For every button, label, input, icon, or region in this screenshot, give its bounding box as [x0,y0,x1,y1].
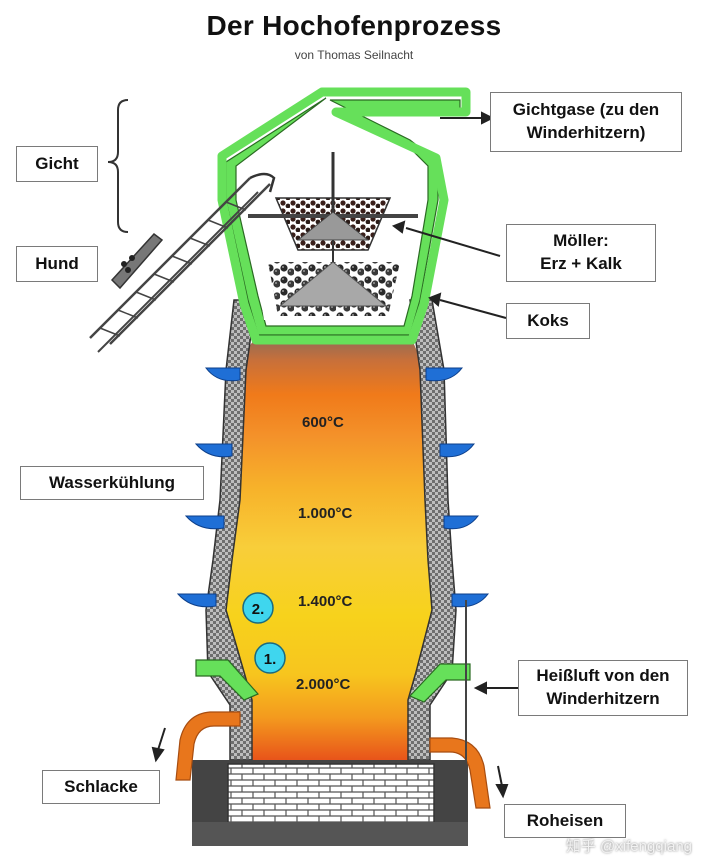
temp-600: 600°C [302,414,344,431]
label-schlacke: Schlacke [42,770,160,804]
marker-2-circle [242,592,274,624]
skip-incline [89,172,276,353]
label-heissluft-line2: Winderhitzern [546,689,660,708]
label-gichtgase-line1: Gichtgase (zu den [512,100,660,120]
label-roheisen: Roheisen [504,804,626,838]
gicht-bracket [107,99,129,233]
label-heissluft-line1: Heißluft von den [536,666,670,686]
hearth-bricks [227,763,435,825]
label-heissluft: Heißluft von den Winderhitzern [518,660,688,716]
reaction-zone-markers: 2. 1. [242,592,286,674]
watermark: 知乎 @xifengqiang [565,838,692,855]
page-title: Der Hochofenprozess [206,10,502,41]
marker-1: 1. [264,651,277,668]
temp-1000: 1.000°C [298,505,353,522]
label-wasserkuehlung: Wasserkühlung [20,466,204,500]
label-gichtgase-line2: Winderhitzern) [526,123,646,142]
pointer-arrows [151,111,518,799]
marker-2: 2. [252,601,265,618]
label-gicht: Gicht [16,146,98,182]
label-moeller: Möller: Erz + Kalk [506,224,656,282]
water-cooling-units [176,367,490,608]
slag-pipe [175,711,241,781]
label-moeller-line2: Erz + Kalk [540,254,622,273]
temp-1400: 1.400°C [298,593,353,610]
label-hund: Hund [16,246,98,282]
furnace-interior [225,335,432,760]
gichtgase-duct [217,87,471,345]
lower-cone [278,261,388,307]
marker-1-circle [254,642,286,674]
hot-air-tuyeres [195,659,471,703]
label-moeller-line1: Möller: [553,231,609,251]
label-gichtgase: Gichtgase (zu den Winderhitzern) [490,92,682,152]
label-koks: Koks [506,303,590,339]
page-subtitle: von Thomas Seilnacht [294,48,414,62]
hearth-floor [192,822,468,846]
temp-2000: 2.000°C [296,676,351,693]
